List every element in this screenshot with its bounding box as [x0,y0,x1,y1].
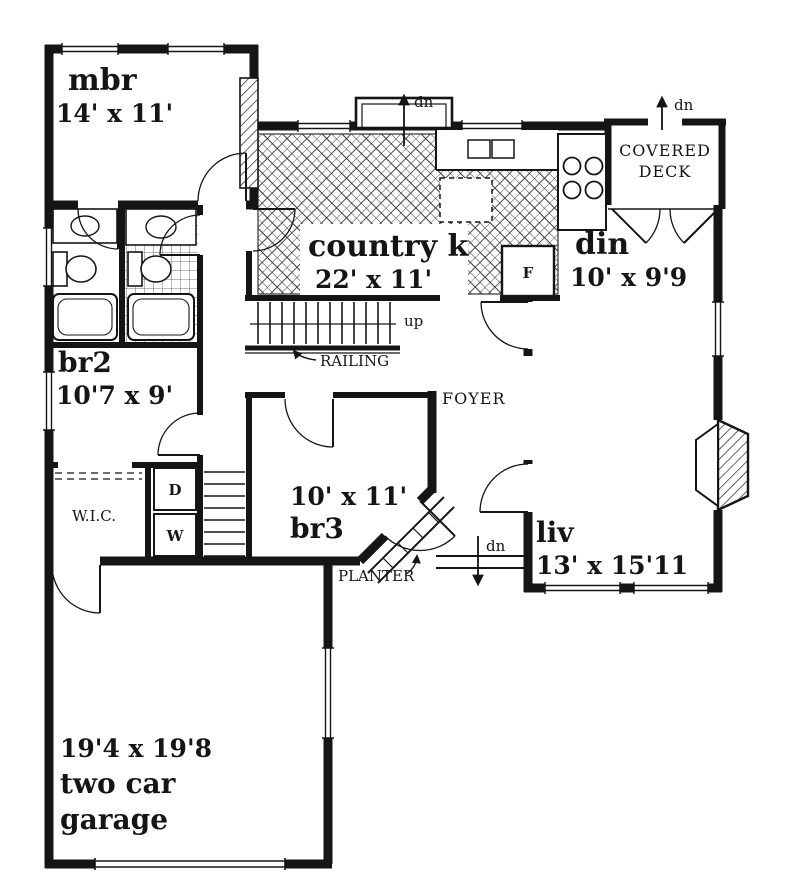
bathtub-inner [57,298,113,336]
stairs-up [250,302,396,344]
label-dn-entry: dn [486,537,506,555]
dryer-box [153,467,197,511]
deck-french-doors [608,208,722,244]
label-dn-deck: dn [674,96,694,114]
toilet-tank [52,251,68,287]
room-dims-liv: 13' x 15'11 [536,551,688,580]
window [43,371,55,431]
door-arc-bath2 [159,214,201,256]
fireplace [695,418,750,512]
room-dims-br3: 10' x 11' [290,482,407,511]
annotation-labels: COVERED DECK FOYER W.I.C. RAILING PLANTE… [72,93,711,585]
room-label-br3: br3 [290,512,344,545]
door-arc-bath1 [77,208,119,250]
sink-basin [70,215,100,237]
room-label-mbr: mbr [68,63,138,98]
washer-label: W [166,527,185,545]
room-labels: mbr 14' x 11' country k 22' x 11' din 10… [56,63,688,836]
basement-stairs [204,471,245,557]
label-covered: COVERED [619,141,711,160]
window [712,301,724,357]
window [461,120,523,132]
bath1-fixtures [52,208,118,341]
label-up: up [404,312,423,330]
room-label-garage-1: two car [60,767,177,800]
label-deck: DECK [639,162,692,181]
garage-overhead-door [94,858,286,870]
wic-bifold-doors [55,472,142,480]
deck-walls [604,118,726,209]
washer-box [153,513,197,557]
label-planter: PLANTER [338,567,415,585]
door-arc-garage [51,564,101,614]
front-door [384,500,456,552]
stair-railing [245,345,400,354]
door-arc-liv-entry [479,463,529,513]
chimney [239,77,259,189]
room-dims-kitchen: 22' x 11' [315,265,432,294]
stove [557,133,607,231]
window [633,582,709,594]
toilet-bowl [65,255,97,283]
sink-basin [145,215,177,239]
door-arc-mbr [197,152,247,202]
doors [51,152,722,614]
kitchen-label-panel [300,224,468,296]
window [322,647,334,739]
room-label-br2: br2 [58,346,112,379]
planter [367,496,455,584]
window [167,43,225,55]
bath2-fixtures [125,208,197,341]
window [61,43,119,55]
fridge-label: F [523,264,534,282]
sink-basin [491,139,515,159]
interior-walls [45,205,560,561]
fridge: F [500,244,556,298]
sink-basin [467,139,491,159]
door-arc-din [480,301,529,350]
room-label-garage-2: garage [60,803,168,836]
direction-arrows [292,93,668,587]
kitchen-counter [435,130,558,223]
dryer-label: D [168,481,181,499]
label-railing: RAILING [320,352,389,370]
room-dims-din: 10' x 9'9 [570,263,687,292]
label-wic: W.I.C. [72,507,116,525]
window [43,227,55,287]
window [544,582,621,594]
room-label-liv: liv [536,516,574,549]
toilet-tank [127,251,143,287]
room-label-kitchen: country k [308,229,469,264]
laundry-closet: D W [153,467,197,557]
railing-pointer-arrow [292,349,317,361]
windows [43,43,724,739]
door-arc-hall-kitchen [252,208,296,252]
entry-steps [436,555,524,569]
room-dims-garage: 19'4 x 19'8 [60,734,212,763]
planter-pointer-arrow [405,554,421,575]
dishwasher [439,177,493,223]
room-label-din: din [575,227,629,262]
bathtub-inner [132,298,190,336]
door-arc-br2 [157,412,201,456]
room-dims-br2: 10'7 x 9' [56,381,173,410]
exterior-walls [44,44,723,869]
toilet-bowl [140,255,172,283]
label-dn-top: dn [414,93,434,111]
label-foyer: FOYER [442,389,506,408]
window [297,120,351,132]
room-dims-mbr: 14' x 11' [56,99,173,128]
door-arc-br3 [284,398,334,448]
